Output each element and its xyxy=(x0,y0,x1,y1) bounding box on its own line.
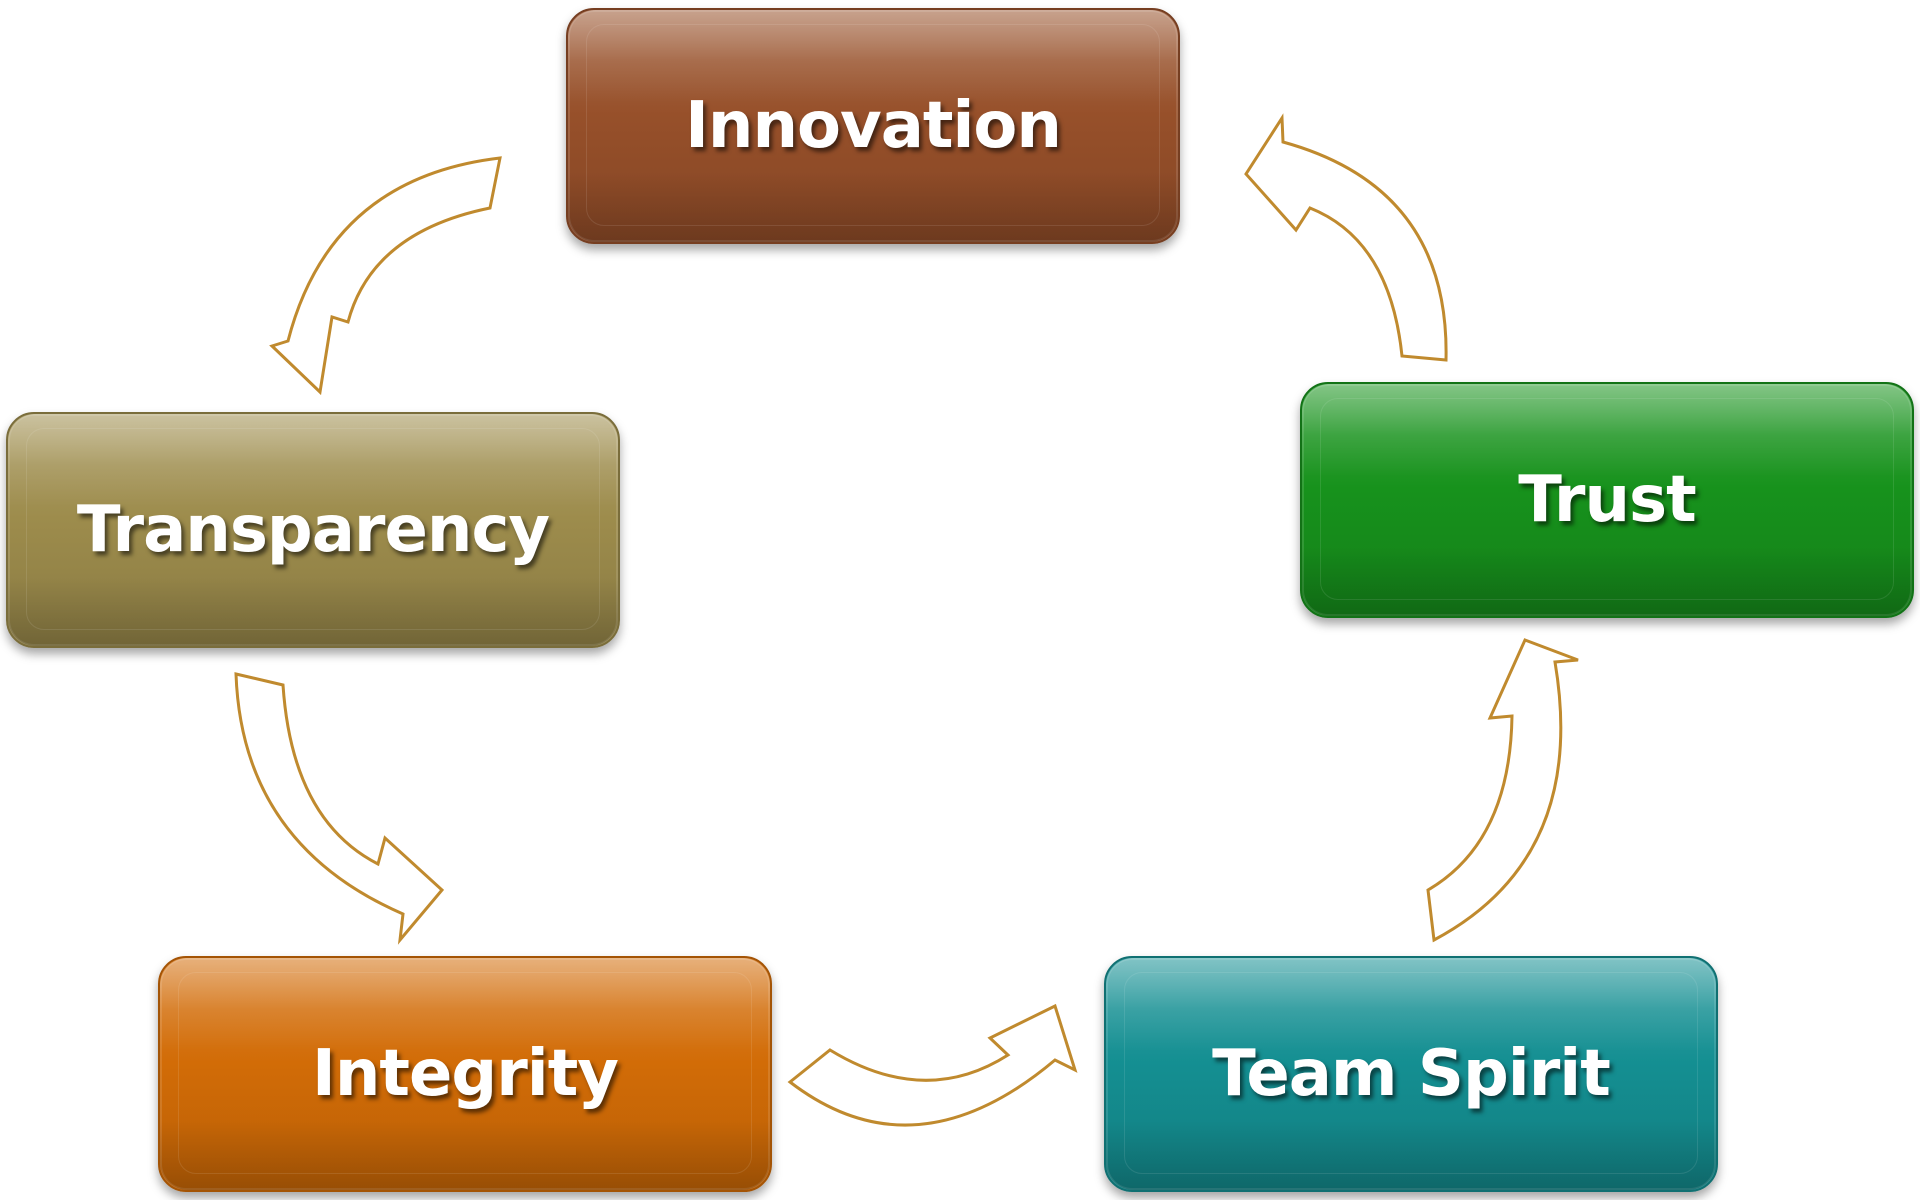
arrow-trust-to-innovation xyxy=(1244,113,1448,362)
node-label-innovation: Innovation xyxy=(685,89,1062,163)
arrow-innovation-to-transparency xyxy=(269,156,502,396)
arrow-integrity-to-team-spirit xyxy=(787,1003,1078,1127)
node-label-trust: Trust xyxy=(1518,463,1696,537)
node-trust: Trust xyxy=(1300,382,1914,618)
node-label-integrity: Integrity xyxy=(312,1037,619,1111)
arrow-transparency-to-integrity xyxy=(234,672,445,945)
node-label-team-spirit: Team Spirit xyxy=(1212,1037,1611,1111)
arrow-team-spirit-to-trust xyxy=(1426,638,1579,943)
node-transparency: Transparency xyxy=(6,412,620,648)
node-team-spirit: Team Spirit xyxy=(1104,956,1718,1192)
node-label-transparency: Transparency xyxy=(76,493,550,567)
node-integrity: Integrity xyxy=(158,956,772,1192)
node-innovation: Innovation xyxy=(566,8,1180,244)
